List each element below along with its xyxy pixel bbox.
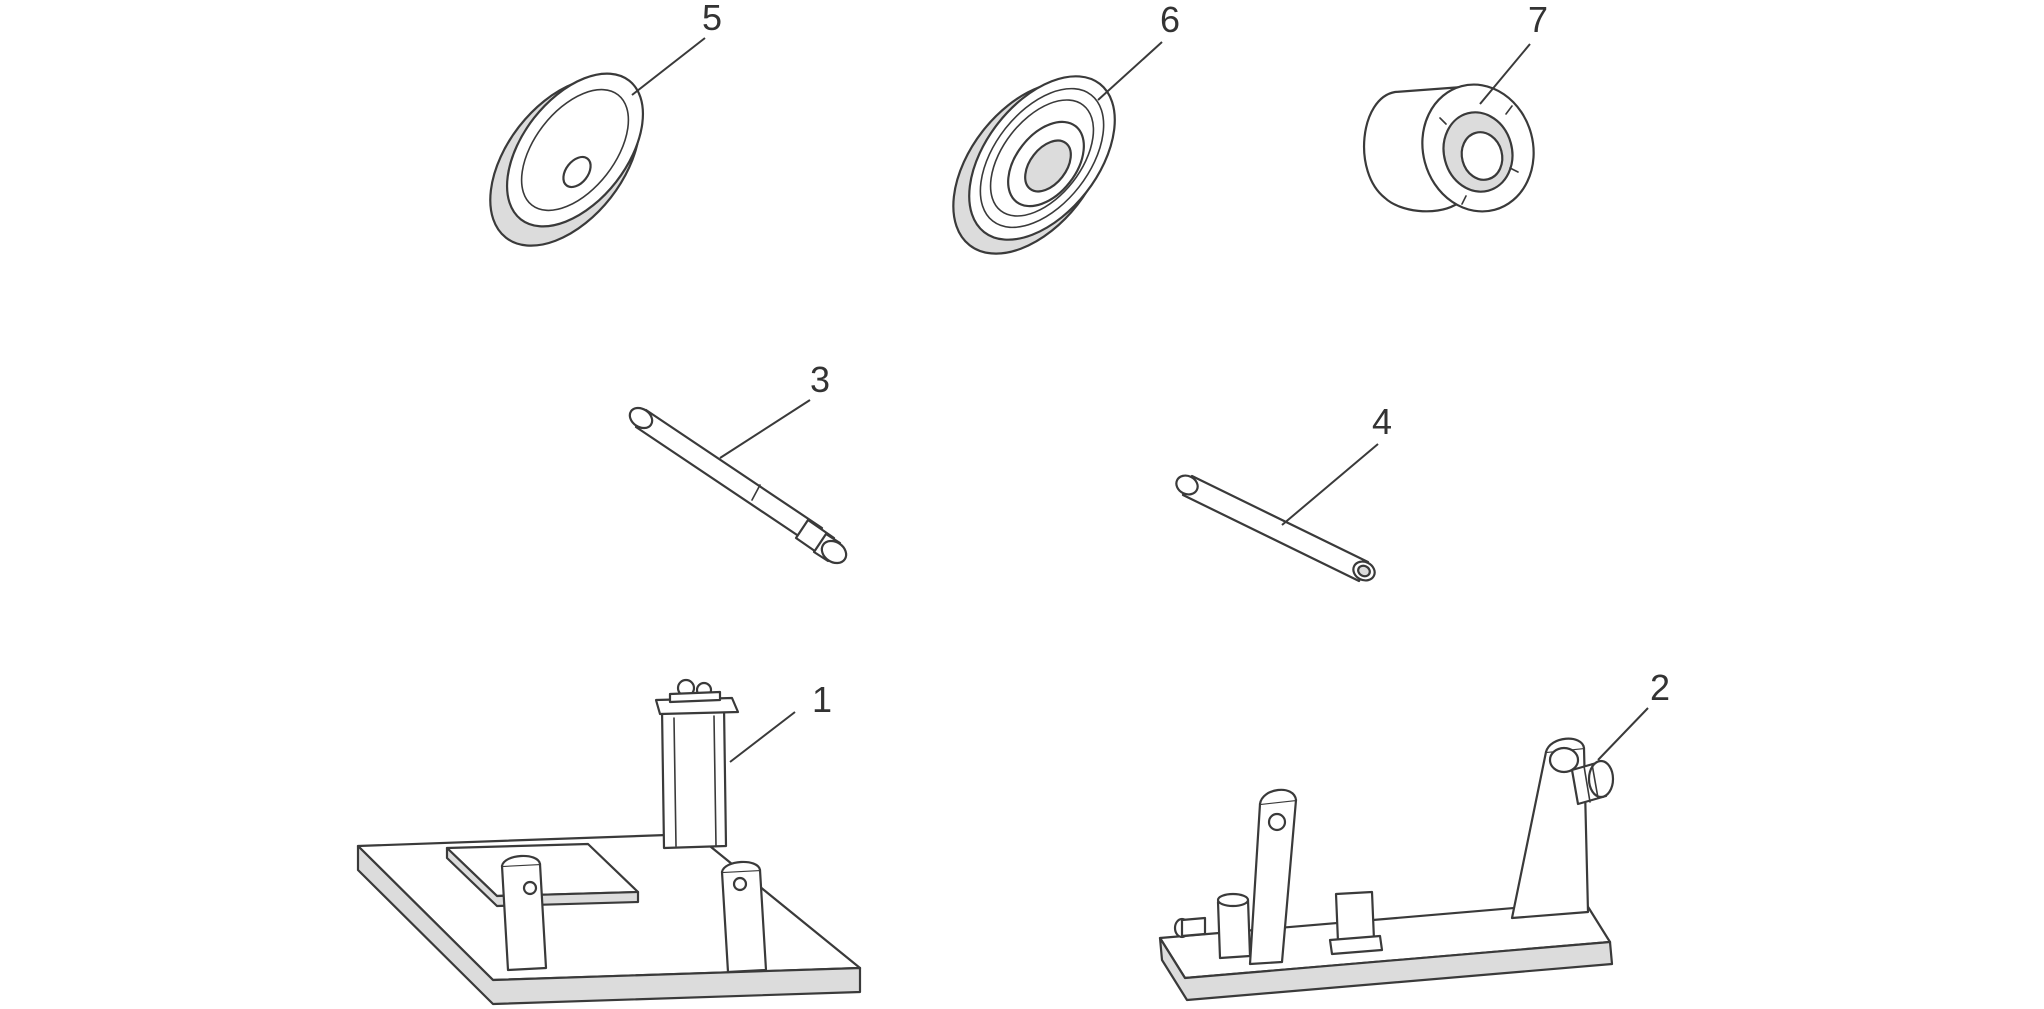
part-5-disc: 5	[489, 0, 722, 247]
part-7-callout: 7	[1528, 0, 1548, 40]
part-2-leader	[1597, 707, 1649, 761]
part-4-leader	[1281, 443, 1379, 526]
part-4-callout: 4	[1372, 401, 1392, 442]
part-1-fixture-base: 1	[356, 678, 862, 1006]
part-7-socket: 7	[1363, 0, 1548, 213]
part-3-stepped-shaft: 3	[628, 359, 848, 565]
part-3-leader	[719, 399, 811, 459]
part-6-leader	[1097, 41, 1163, 101]
part-7-leader	[1479, 43, 1531, 105]
part-4-pin: 4	[1175, 401, 1392, 583]
part-2-callout: 2	[1650, 667, 1670, 708]
part-5-callout: 5	[702, 0, 722, 38]
part-2-fixture-rail: 2	[1158, 667, 1670, 1002]
part-3-callout: 3	[810, 359, 830, 400]
part-5-leader	[631, 37, 706, 96]
part-6-callout: 6	[1160, 0, 1180, 40]
part-6-ringed-disc: 6	[952, 0, 1180, 255]
part-1-leader	[729, 711, 796, 763]
part-1-callout: 1	[812, 679, 832, 720]
